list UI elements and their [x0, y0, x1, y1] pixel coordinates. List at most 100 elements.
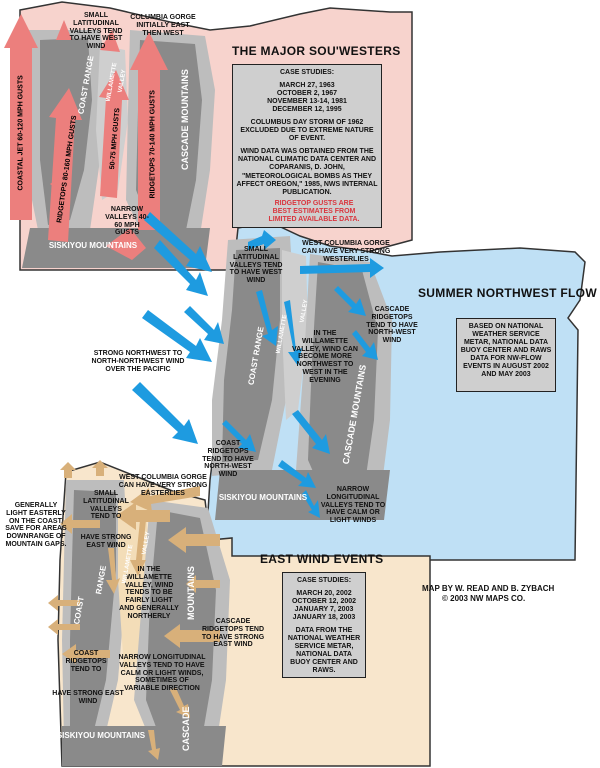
arrow-cascade-nw-1	[334, 286, 366, 316]
arrow-valley-gusts	[99, 70, 129, 198]
arrow-ridgetops-coast	[48, 88, 82, 242]
arrow-east-4	[164, 624, 220, 648]
map2-coast-range-dark	[222, 248, 280, 462]
map2-coast-ridgetops: COAST RIDGETOPS TEND TO HAVE NORTH-WEST …	[202, 440, 254, 479]
map1-coastal-jet-label: COASTAL JET 60-120 MPH GUSTS	[17, 75, 25, 191]
arrow-north-1	[130, 520, 146, 576]
map3-coast-range-dark	[70, 490, 116, 730]
arrow-top-tan	[60, 462, 76, 478]
map3-coast-ridgetops: COAST RIDGETOPS TEND TO	[65, 650, 107, 673]
arrow-east-7	[48, 595, 80, 611]
map1-case-date: DECEMBER 12, 1995	[272, 106, 342, 114]
arrow-valley-2	[284, 300, 302, 366]
map2-strong-nw: STRONG NORTHWEST TO NORTH-NORTHWEST WIND…	[91, 350, 185, 373]
arrow-east-1	[116, 502, 170, 530]
map2-cascade-ridgetops: CASCADE RIDGETOPS TEND TO HAVE NORTH-WES…	[366, 306, 418, 345]
map3-small-valleys: SMALL LATITUDINAL VALLEYS TEND TO	[83, 490, 129, 521]
map1-case-heading: CASE STUDIES:	[279, 69, 335, 76]
map1-cascade-label: CASCADE MOUNTAINS	[180, 69, 190, 170]
arrow-south-tan-1	[170, 688, 190, 718]
arrow-east-3	[60, 514, 100, 534]
map2-narrow-valleys: NARROW LONGITUDINAL VALLEYS TEND TO HAVE…	[320, 486, 386, 525]
map1-case-dates: MARCH 27, 1963 OCTOBER 2, 1967 NOVEMBER …	[236, 82, 378, 114]
map2-note-box: BASED ON NATIONAL WEATHER SERVICE METAR,…	[456, 318, 556, 392]
map3-cascade-label: CASCADE	[181, 706, 191, 751]
credit-authors: MAP BY W. READ AND B. ZYBACH	[422, 584, 555, 593]
arrow-small-red-2	[100, 30, 120, 52]
map1-title: THE MAJOR SOU'WESTERS	[232, 44, 401, 58]
arrow-nw-2	[142, 310, 212, 362]
map2-note-text: BASED ON NATIONAL WEATHER SERVICE METAR,…	[460, 323, 552, 379]
arrow-east-5	[186, 575, 220, 593]
arrow-cascade-nw-2	[352, 330, 378, 360]
map2-small-valleys: SMALL LATITUDINAL VALLEYS TEND TO HAVE W…	[229, 246, 283, 285]
arrow-south-3	[302, 490, 320, 518]
arrow-small-red-3	[106, 228, 146, 260]
arrow-nw-3	[132, 382, 198, 444]
map1-case-date: NOVEMBER 13-14, 1981	[267, 98, 347, 106]
map1-small-valleys: SMALL LATITUDINAL VALLEYS TEND TO HAVE W…	[69, 12, 123, 51]
arrow-coastal-jet	[4, 14, 38, 220]
map3-case-heading: CASE STUDIES:	[296, 577, 352, 584]
map1-case-source: WIND DATA WAS OBTAINED FROM THE NATIONAL…	[236, 148, 378, 196]
arrow-east-2	[168, 527, 220, 553]
map3-title: EAST WIND EVENTS	[260, 552, 384, 566]
map1-case-date: OCTOBER 2, 1967	[276, 90, 338, 98]
arrow-gorge	[300, 258, 384, 278]
map3-case-date: OCTOBER 12, 2002	[291, 598, 357, 606]
map2-siskiyou: SISKIYOU MOUNTAINS	[218, 493, 308, 502]
arrow-south-1	[292, 410, 330, 454]
map3-case-date: JANUARY 18, 2003	[292, 614, 356, 622]
map3-tan-arrows	[48, 460, 220, 760]
map3-siskiyou	[62, 726, 226, 766]
map3-coast-ridgetops-2: HAVE STRONG EAST WIND	[52, 690, 124, 705]
arrow-east-6	[62, 644, 110, 664]
map1-gorge-note: COLUMBIA GORGE INITIALLY EAST THEN WEST	[130, 14, 196, 37]
arrow-valley-1	[256, 290, 278, 346]
map1-case-box: CASE STUDIES: MARCH 27, 1963 OCTOBER 2, …	[232, 64, 382, 228]
map1-case-date: MARCH 27, 1963	[279, 82, 335, 90]
map3-mountains-label: MOUNTAINS	[186, 566, 196, 620]
arrow-valley-3	[248, 230, 276, 250]
map3-case-date: JANUARY 7, 2003	[294, 606, 354, 614]
map1-red-arrows	[4, 14, 168, 260]
map2-willamette-note: IN THE WILLAMETTE VALLEY, WIND CAN BECOM…	[292, 330, 358, 384]
map3-case-dates: MARCH 20, 2002 OCTOBER 12, 2002 JANUARY …	[286, 590, 362, 622]
map1-ridgetops-cascade-label: RIDGETOPS 70-140 MPH GUSTS	[149, 90, 157, 199]
map3-willamette-note: IN THE WILLAMETTE VALLEY, WIND TENDS TO …	[119, 566, 179, 620]
map2-siskiyou	[215, 470, 390, 520]
map3-case-source: DATA FROM THE NATIONAL WEATHER SERVICE M…	[287, 627, 361, 675]
map2-willamette-valley	[282, 250, 308, 420]
credit-copyright: © 2003 NW MAPS CO.	[442, 594, 526, 604]
map1-narrow-valleys: NARROW VALLEYS 40-60 MPH GUSTS	[105, 206, 149, 237]
map3-narrow-valleys: NARROW LONGITUDINAL VALLEYS TEND TO HAVE…	[118, 654, 206, 693]
map3-case-box: CASE STUDIES: MARCH 20, 2002 OCTOBER 12,…	[282, 572, 366, 678]
map3-siskiyou: SISKIYOU MOUNTAINS	[56, 731, 146, 740]
map3-case-date: MARCH 20, 2002	[296, 590, 352, 598]
map2-title: SUMMER NORTHWEST FLOW	[418, 286, 597, 300]
arrow-coast-1	[222, 420, 256, 452]
map1-ridgetop-note: RIDGETOP GUSTS ARE BEST ESTIMATES FROM L…	[268, 200, 360, 223]
map3-cascade-ridgetops: CASCADE RIDGETOPS TEND TO HAVE STRONG EA…	[201, 618, 265, 649]
map3-small-valleys-2: HAVE STRONG EAST WIND	[80, 534, 132, 549]
arrow-nw-4	[154, 240, 208, 296]
arrow-north-2	[106, 548, 120, 594]
arrow-east-8	[48, 619, 80, 635]
map1-siskiyou: SISKIYOU MOUNTAINS	[48, 241, 138, 250]
map-credit: MAP BY W. READ AND B. ZYBACH © 2003 NW M…	[422, 584, 554, 605]
map2-west-gorge: WEST COLUMBIA GORGE CAN HAVE VERY STRONG…	[301, 240, 391, 263]
map1-case-excluded: COLUMBUS DAY STORM OF 1962 EXCLUDED DUE …	[240, 119, 374, 143]
arrow-nw-1	[144, 212, 212, 272]
map3-coast-light: GENERALLY LIGHT EASTERLY ON THE COAST, S…	[5, 502, 67, 549]
arrow-top-tan-2	[92, 460, 108, 476]
arrow-south-2	[278, 460, 316, 488]
map3-gorge-note: WEST COLUMBIA GORGE CAN HAVE VERY STRONG…	[118, 474, 208, 497]
arrow-south-tan-2	[148, 730, 160, 760]
arrow-small-red-1	[56, 20, 72, 40]
arrow-nw-5	[184, 306, 224, 344]
arrow-small-red-4	[50, 170, 70, 196]
arrow-ridgetops-cascade	[130, 32, 168, 230]
arrow-gorge-east	[130, 486, 200, 512]
map2-blue-arrows	[132, 212, 384, 518]
